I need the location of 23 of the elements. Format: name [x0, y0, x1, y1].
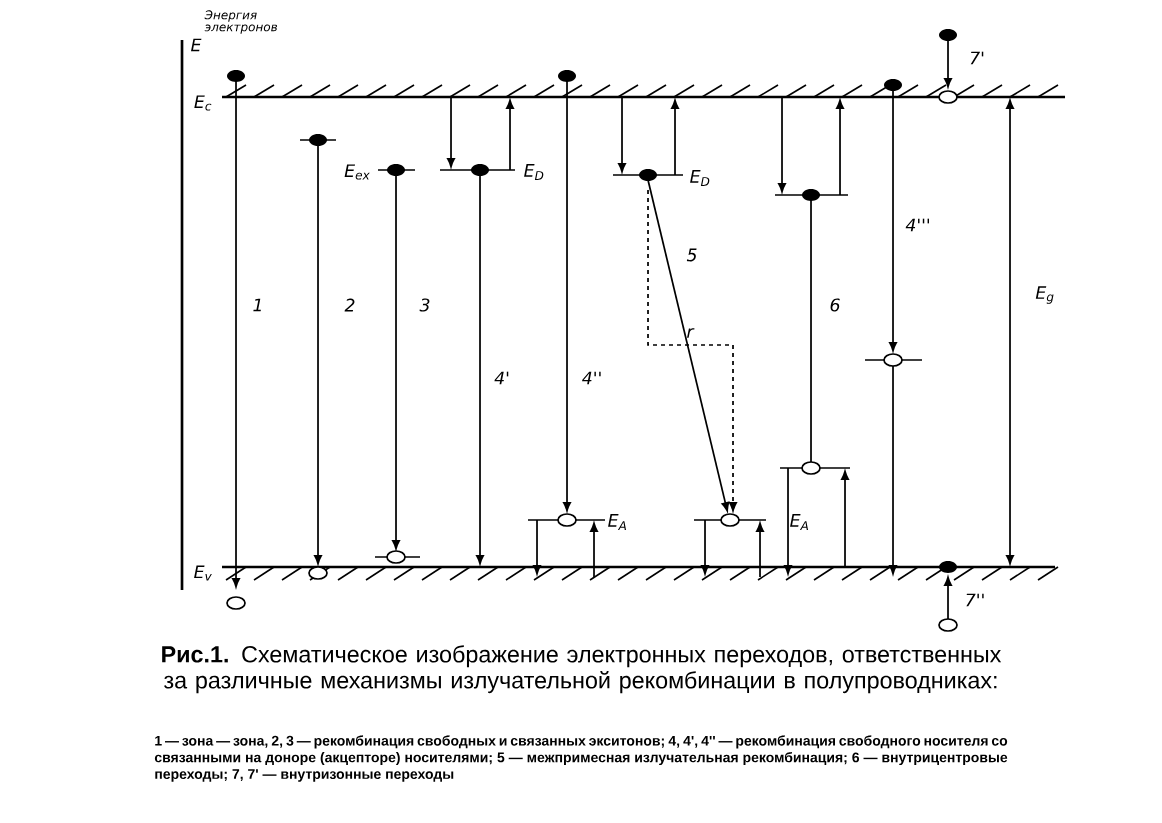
transition-label: 4'''	[905, 218, 929, 232]
transition-label: 4''	[582, 371, 601, 385]
transition-label: 5	[686, 248, 697, 262]
caption-note: 1 — зона — зона, 2, 3 — рекомбинация свободных и связанных экситонов; 4, 4', 4'' — рекомбинация свободного носителя со связанными на доноре (акцепторе) носителями; 5 — межпримесная излучательная рекомбинация; 6 — внутрицентровые переходы; 7, 7' — внутризонные переходы	[154, 735, 1008, 782]
level-label: E$_{v}$	[194, 565, 212, 581]
level-label: E$_{ex}$	[344, 164, 370, 180]
transition-label: 4'	[494, 371, 509, 385]
level-label: E$_{c}$	[194, 95, 212, 111]
level-label: E$_{D}$	[690, 170, 710, 186]
transition-label: 7'	[970, 51, 984, 65]
level-label: E$_{D}$	[524, 164, 544, 180]
axis-title: Энергия электронов	[204, 10, 278, 34]
transition-label: r	[687, 328, 695, 338]
level-label: E$_{g}$	[1035, 286, 1054, 304]
transition-label: 6	[830, 298, 840, 312]
axis-label: E	[191, 38, 202, 52]
level-label: E$_{A}$	[790, 514, 809, 530]
transition-label: 3	[419, 298, 430, 312]
transition-label: 1	[253, 298, 261, 312]
figure-caption: Рис.1. Схематическое изображение электронных переходов, ответственных за различные механизмы излучательной рекомбинации в полупроводниках:	[162, 645, 1002, 694]
transition-label: 7''	[966, 593, 984, 607]
transition-label: 2	[344, 298, 355, 312]
level-label: E$_{A}$	[608, 514, 627, 530]
